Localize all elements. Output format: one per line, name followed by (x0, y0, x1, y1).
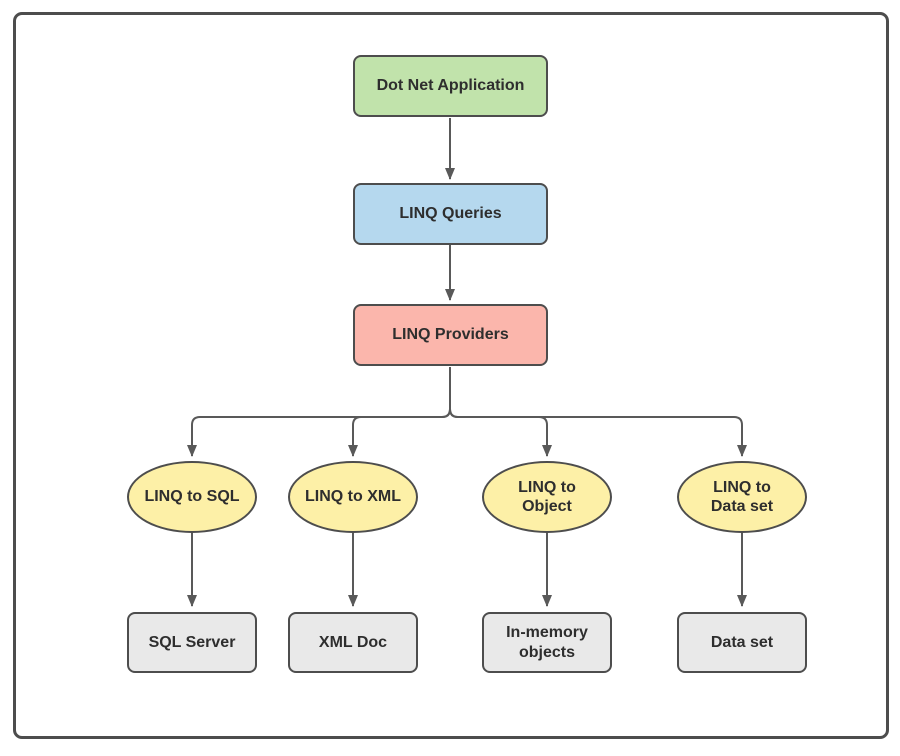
target-label: XML Doc (318, 633, 388, 651)
node-linq-queries: LINQ Queries (353, 183, 548, 245)
target-box-xml-doc: XML Doc (288, 612, 418, 673)
provider-label: LINQ to SQL (144, 488, 240, 506)
provider-label: LINQ to Object (518, 478, 576, 515)
target-label: SQL Server (148, 633, 236, 651)
node-dot-net-application: Dot Net Application (353, 55, 548, 117)
provider-ellipse-linq-to-sql: LINQ to SQL (127, 461, 257, 533)
node-linq-providers: LINQ Providers (353, 304, 548, 366)
target-box-data-set: Data set (677, 612, 807, 673)
node-linq-queries-label: LINQ Queries (399, 205, 502, 223)
provider-ellipse-linq-to-xml: LINQ to XML (288, 461, 418, 533)
provider-ellipse-linq-to-dataset: LINQ to Data set (677, 461, 807, 533)
provider-ellipse-linq-to-object: LINQ to Object (482, 461, 612, 533)
provider-label: LINQ to XML (305, 488, 401, 506)
diagram-frame (13, 12, 889, 739)
node-linq-providers-label: LINQ Providers (392, 326, 509, 344)
target-box-in-memory-objects: In-memory objects (482, 612, 612, 673)
target-label: In-memory objects (506, 624, 588, 661)
provider-label: LINQ to Data set (710, 478, 774, 515)
target-box-sql-server: SQL Server (127, 612, 257, 673)
target-label: Data set (710, 633, 774, 651)
node-dot-net-application-label: Dot Net Application (376, 77, 525, 95)
